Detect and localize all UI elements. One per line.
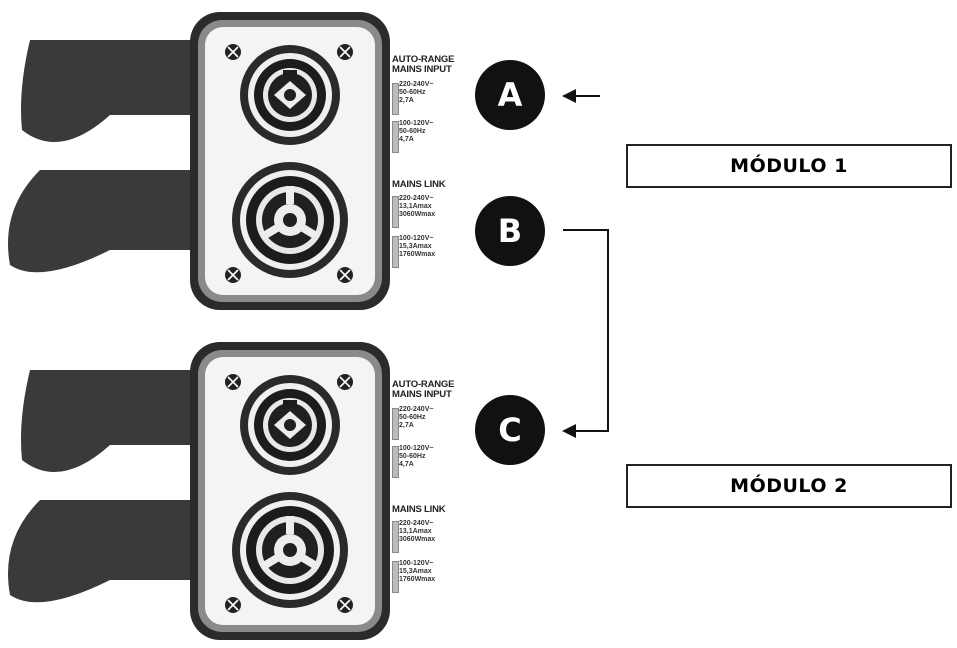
module-1-label-text: MÓDULO 1 [730,155,848,177]
spec-line: 220-240V~ [399,520,434,527]
voltage-range-bar [392,446,399,478]
mains-link-title: MAINS LINK [392,179,446,190]
spec-line: 50-60Hz [399,128,426,135]
marker-c: C [475,395,545,465]
marker-a: A [475,60,545,130]
mains-input-title: AUTO-RANGE [392,54,455,65]
screw-icon [225,267,241,283]
screw-icon [337,374,353,390]
power-cable-upper [21,40,205,142]
module-2-panel: AUTO-RANGE MAINS INPUT 220-240V~ 50-60Hz… [0,340,470,640]
screw-icon [225,44,241,60]
screw-icon [337,267,353,283]
mains-input-spec: AUTO-RANGE MAINS INPUT 220-240V~ 50-60Hz… [392,55,467,155]
mains-link-spec: MAINS LINK 220-240V~ 13,1Amax 3060Wmax 1… [392,505,467,615]
module-2-label: MÓDULO 2 [626,464,952,508]
marker-b: B [475,196,545,266]
voltage-range-bar [392,236,399,268]
mains-link-title: MAINS LINK [392,504,446,515]
voltage-range-bar [392,521,399,553]
mains-link-connector-icon [232,162,348,278]
spec-line: 4,7A [399,461,414,468]
spec-line: 100-120V~ [399,560,434,567]
spec-line: 100-120V~ [399,235,434,242]
mains-input-subtitle: MAINS INPUT [392,64,452,75]
mains-input-spec: AUTO-RANGE MAINS INPUT 220-240V~ 50-60Hz… [392,380,467,480]
voltage-range-bar [392,561,399,593]
marker-b-label: B [497,212,523,250]
screw-icon [225,597,241,613]
power-cable-upper [21,370,205,472]
spec-line: 15,3Amax [399,243,432,250]
spec-line: 1760Wmax [399,576,436,583]
voltage-range-bar [392,196,399,228]
module-2-drawing [8,342,390,640]
spec-line: 220-240V~ [399,406,434,413]
spec-line: 2,7A [399,422,414,429]
arrow-left-icon [562,89,600,103]
mains-input-connector-icon [240,45,340,145]
power-cable-lower [8,500,205,603]
voltage-range-bar [392,408,399,440]
mains-link-connector-icon [232,492,348,608]
spec-line: 220-240V~ [399,81,434,88]
marker-a-label: A [497,76,523,114]
spec-line: 100-120V~ [399,120,434,127]
voltage-range-bar [392,83,399,115]
mains-input-connector-icon [240,375,340,475]
screw-icon [337,44,353,60]
spec-line: 3060Wmax [399,211,436,218]
spec-line: 50-60Hz [399,89,426,96]
mains-link-spec: MAINS LINK 220-240V~ 13,1Amax 3060Wmax 1… [392,180,467,290]
spec-line: 220-240V~ [399,195,434,202]
mains-input-subtitle: MAINS INPUT [392,389,452,400]
module-1-label: MÓDULO 1 [626,144,952,188]
spec-line: 1760Wmax [399,251,436,258]
module-1-drawing [8,12,390,310]
spec-line: 2,7A [399,97,414,104]
marker-c-label: C [498,411,522,449]
voltage-range-bar [392,121,399,153]
power-cable-lower [8,170,205,273]
module-2-label-text: MÓDULO 2 [730,475,848,497]
screw-icon [225,374,241,390]
spec-line: 15,3Amax [399,568,432,575]
spec-line: 3060Wmax [399,536,436,543]
module-1-panel: AUTO-RANGE MAINS INPUT 220-240V~ 50-60Hz… [0,10,470,310]
spec-line: 50-60Hz [399,414,426,421]
spec-line: 50-60Hz [399,453,426,460]
screw-icon [337,597,353,613]
spec-line: 13,1Amax [399,203,432,210]
link-b-to-c-connector [562,229,609,438]
spec-line: 13,1Amax [399,528,432,535]
spec-line: 4,7A [399,136,414,143]
mains-input-title: AUTO-RANGE [392,379,455,390]
spec-line: 100-120V~ [399,445,434,452]
